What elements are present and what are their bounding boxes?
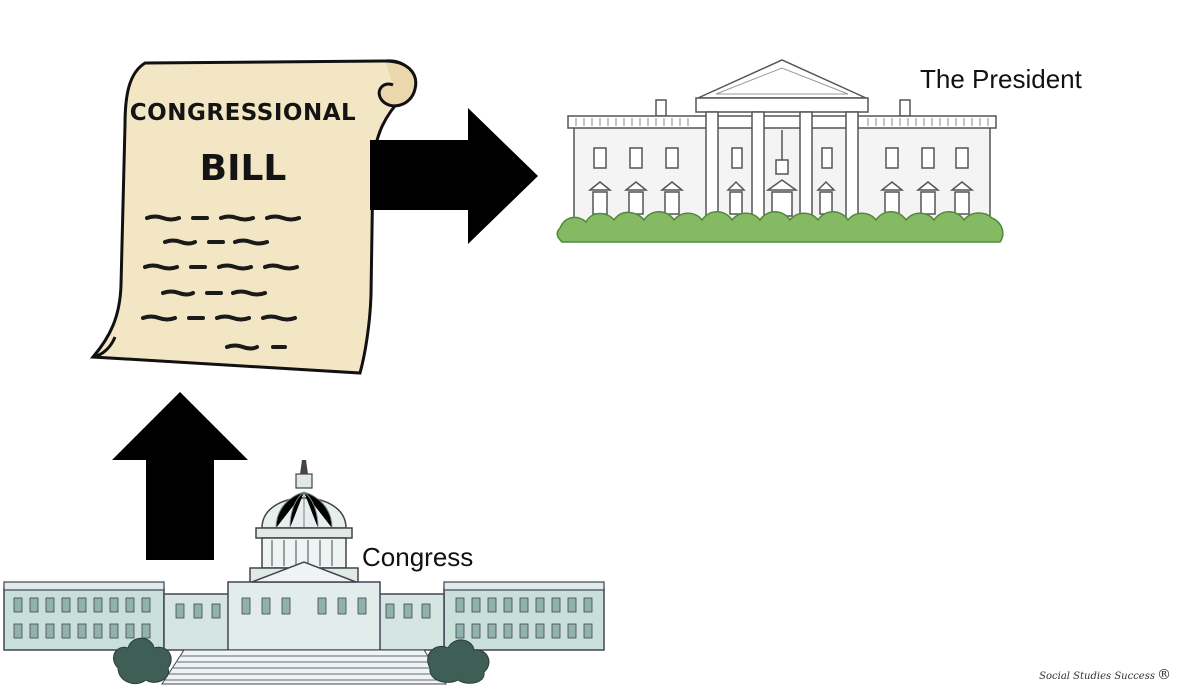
bill-title: CONGRESSIONAL bbox=[129, 100, 357, 126]
capitol-building-icon bbox=[3, 460, 605, 685]
credit-watermark: Social Studies Success® bbox=[1039, 667, 1171, 683]
bill-text-lines bbox=[141, 214, 301, 351]
congressional-bill-scroll-icon bbox=[89, 59, 418, 375]
registered-mark: ® bbox=[1157, 667, 1171, 683]
right-arrow-icon bbox=[370, 108, 538, 244]
up-arrow-icon bbox=[112, 392, 248, 560]
congress-label: Congress bbox=[362, 542, 474, 572]
bill-subtitle: BILL bbox=[199, 148, 287, 189]
white-house-icon bbox=[556, 59, 1004, 243]
president-label: The President bbox=[920, 64, 1082, 94]
credit-text: Social Studies Success bbox=[1039, 671, 1155, 682]
